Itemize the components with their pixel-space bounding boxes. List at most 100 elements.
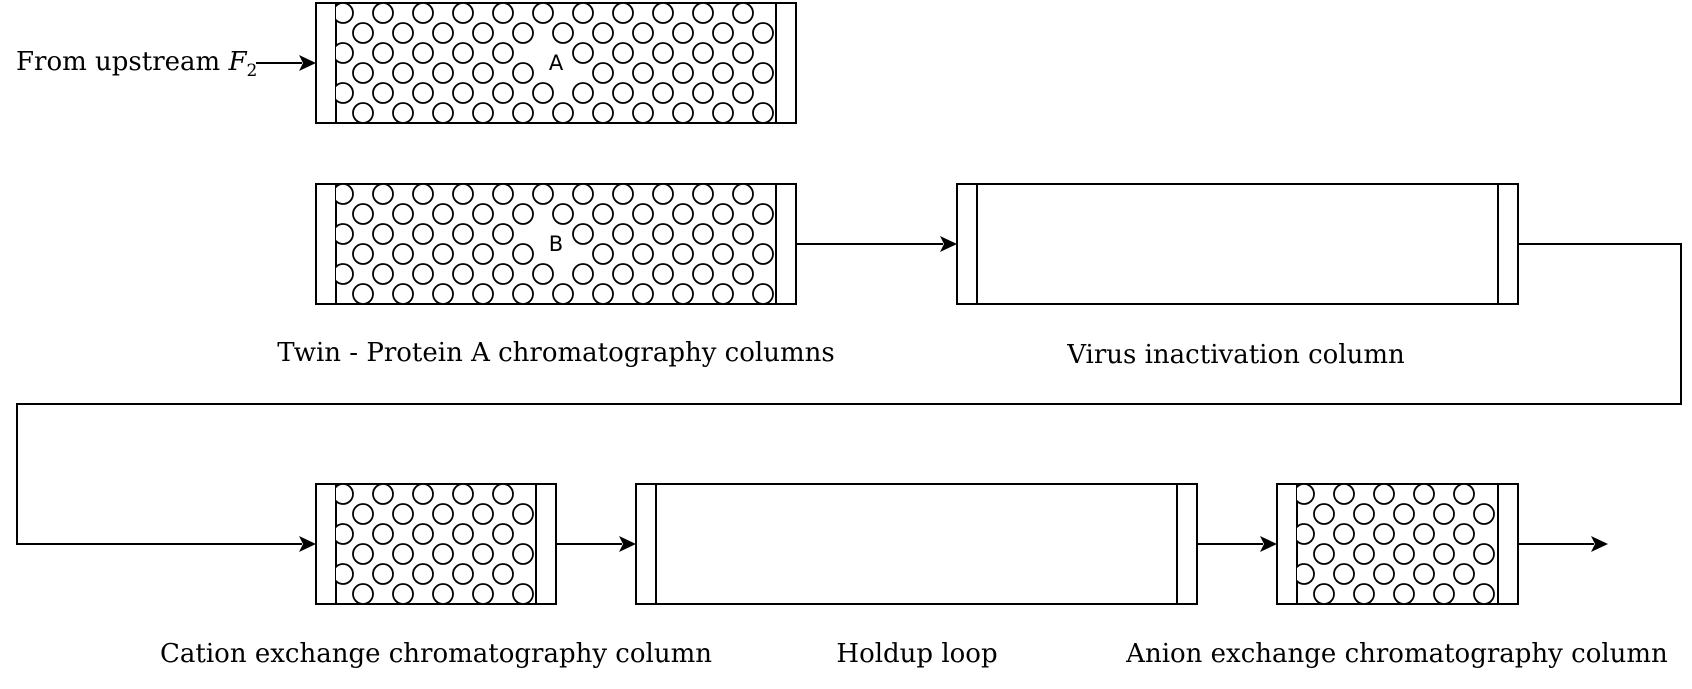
resin-bead bbox=[392, 543, 414, 565]
resin-bead bbox=[552, 22, 574, 44]
virus-inactivation-column bbox=[956, 183, 1519, 305]
resin-bead bbox=[512, 203, 534, 225]
resin-bead bbox=[472, 583, 494, 604]
inlet-label-text: From upstream bbox=[16, 47, 228, 77]
resin-bead bbox=[532, 82, 554, 104]
resin-bead bbox=[1353, 503, 1375, 525]
resin-bead bbox=[552, 283, 574, 304]
resin-bead bbox=[512, 503, 534, 525]
resin-bead bbox=[392, 62, 414, 84]
resin-bead bbox=[472, 102, 494, 123]
resin-beads bbox=[1297, 484, 1495, 604]
resin-bead bbox=[336, 263, 354, 285]
resin-bead bbox=[732, 3, 754, 24]
resin-bead bbox=[412, 184, 434, 205]
resin-bead bbox=[452, 3, 474, 24]
resin-bead bbox=[492, 563, 514, 585]
resin-bead bbox=[472, 203, 494, 225]
resin-bead bbox=[592, 22, 614, 44]
resin-bead bbox=[392, 283, 414, 304]
resin-bead bbox=[752, 283, 774, 304]
resin-bead bbox=[412, 484, 434, 505]
outlet-arrow bbox=[1518, 536, 1608, 552]
resin-bead bbox=[492, 263, 514, 285]
resin-bead bbox=[412, 82, 434, 104]
resin-bead bbox=[572, 82, 594, 104]
resin-bead bbox=[336, 484, 354, 505]
resin-bead bbox=[452, 223, 474, 245]
resin-bead bbox=[412, 223, 434, 245]
resin-bead bbox=[1453, 563, 1475, 585]
resin-bead bbox=[532, 184, 554, 205]
resin-bead bbox=[672, 62, 694, 84]
protein-a-column-b: B bbox=[315, 183, 797, 305]
resin-bead bbox=[352, 503, 374, 525]
resin-beads bbox=[336, 484, 534, 604]
resin-bead bbox=[652, 3, 674, 24]
resin-bead bbox=[592, 62, 614, 84]
resin-bead bbox=[552, 102, 574, 123]
resin-bead bbox=[712, 102, 734, 123]
resin-bead bbox=[1413, 523, 1435, 545]
resin-bead bbox=[452, 263, 474, 285]
resin-bead bbox=[752, 203, 774, 225]
resin-bead bbox=[336, 3, 354, 24]
resin-bead bbox=[372, 3, 394, 24]
resin-bead bbox=[336, 42, 354, 64]
resin-bead bbox=[1333, 484, 1355, 505]
resin-bead bbox=[652, 223, 674, 245]
resin-bead bbox=[652, 263, 674, 285]
cation-exchange-label: Cation exchange chromatography column bbox=[160, 639, 712, 669]
resin-bead bbox=[412, 263, 434, 285]
resin-bead bbox=[1313, 503, 1335, 525]
resin-bead bbox=[612, 82, 634, 104]
resin-bead bbox=[712, 243, 734, 265]
resin-bead bbox=[1353, 583, 1375, 604]
resin-bead bbox=[512, 22, 534, 44]
resin-bead bbox=[572, 263, 594, 285]
resin-bead bbox=[392, 22, 414, 44]
resin-bead bbox=[432, 583, 454, 604]
resin-bead bbox=[692, 42, 714, 64]
resin-bead bbox=[752, 243, 774, 265]
column-letter-b: B bbox=[549, 232, 563, 256]
resin-bead bbox=[336, 82, 354, 104]
resin-bead bbox=[352, 243, 374, 265]
resin-bead bbox=[372, 42, 394, 64]
resin-bead bbox=[432, 62, 454, 84]
resin-bead bbox=[692, 3, 714, 24]
resin-bead bbox=[1373, 484, 1395, 505]
resin-bead bbox=[512, 102, 534, 123]
holdup-loop-label: Holdup loop bbox=[836, 639, 997, 669]
resin-bead bbox=[472, 62, 494, 84]
resin-bead bbox=[612, 184, 634, 205]
resin-bead bbox=[1433, 543, 1455, 565]
resin-bead bbox=[672, 283, 694, 304]
resin-bead bbox=[692, 82, 714, 104]
resin-bead bbox=[632, 203, 654, 225]
resin-bead bbox=[1453, 484, 1475, 505]
resin-bead bbox=[452, 523, 474, 545]
resin-bead bbox=[1413, 484, 1435, 505]
resin-bead bbox=[412, 523, 434, 545]
flow-arrow-b-to-virus bbox=[796, 236, 957, 252]
resin-bead bbox=[752, 62, 774, 84]
resin-bead bbox=[372, 563, 394, 585]
resin-bead bbox=[432, 283, 454, 304]
resin-bead bbox=[452, 484, 474, 505]
resin-bead bbox=[732, 184, 754, 205]
resin-bead bbox=[392, 203, 414, 225]
resin-bead bbox=[1433, 583, 1455, 604]
resin-bead bbox=[572, 42, 594, 64]
resin-bead bbox=[352, 543, 374, 565]
resin-bead bbox=[752, 102, 774, 123]
resin-bead bbox=[512, 243, 534, 265]
resin-bead bbox=[712, 283, 734, 304]
cation-exchange-column bbox=[315, 483, 557, 605]
resin-bead bbox=[472, 22, 494, 44]
resin-bead bbox=[632, 62, 654, 84]
resin-bead bbox=[372, 484, 394, 505]
resin-bead bbox=[492, 82, 514, 104]
resin-bead bbox=[612, 3, 634, 24]
anion-exchange-label: Anion exchange chromatography column bbox=[1125, 639, 1668, 669]
